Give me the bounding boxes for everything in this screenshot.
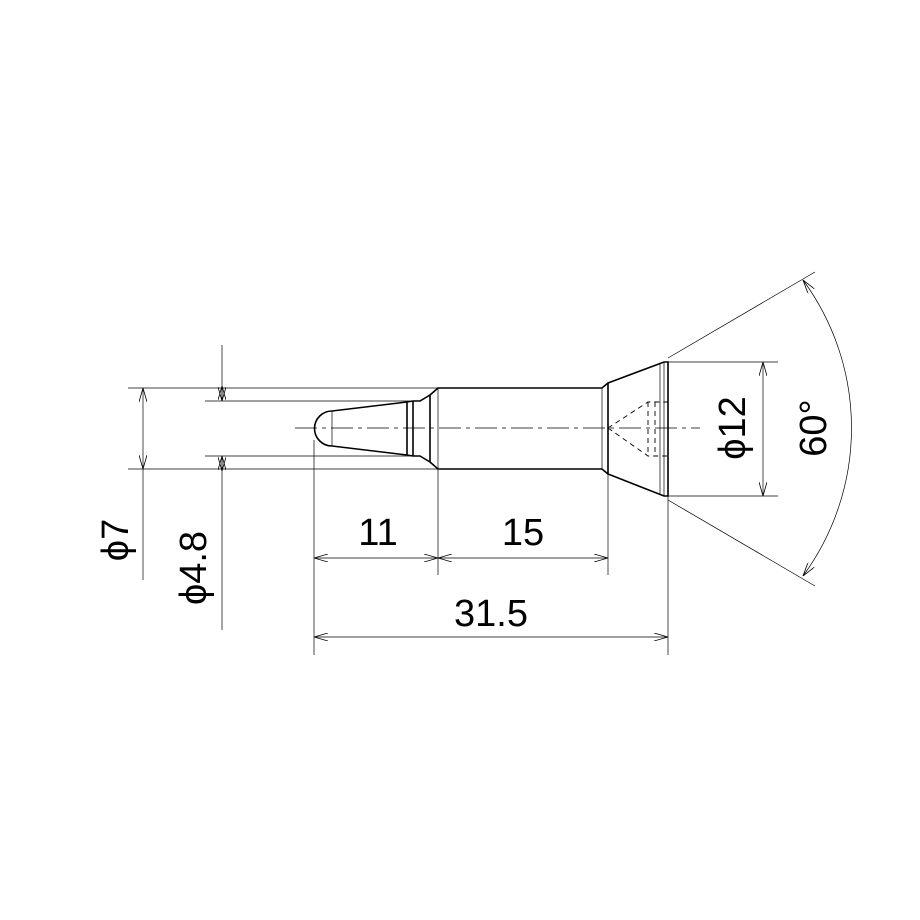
dimension-len-11: 11 xyxy=(313,440,439,655)
dimension-len-31-5: 31.5 xyxy=(314,496,669,655)
dim-label-angle-60: 60° xyxy=(793,399,835,456)
dimension-dia-7: ϕ7 xyxy=(95,387,438,580)
dimension-angle-60: 60° xyxy=(667,271,852,587)
hidden-cone xyxy=(607,401,668,457)
dim-label-dia-4-8: ϕ4.8 xyxy=(173,531,215,605)
dimension-dia-4-8: ϕ4.8 xyxy=(173,345,413,630)
dimension-dia-12: ϕ12 xyxy=(668,361,778,497)
dim-label-dia-12: ϕ12 xyxy=(712,396,754,460)
shaft xyxy=(429,382,609,475)
dim-label-len-31-5: 31.5 xyxy=(454,593,528,635)
soldering-tip-outline xyxy=(295,361,700,497)
tip-cone xyxy=(313,401,408,456)
neck xyxy=(413,393,431,464)
dim-label-len-15: 15 xyxy=(502,512,544,554)
cone-head xyxy=(607,361,669,497)
dim-label-dia-7: ϕ7 xyxy=(95,519,137,561)
dim-label-len-11: 11 xyxy=(358,512,397,554)
dimension-len-15: 15 xyxy=(438,474,609,575)
